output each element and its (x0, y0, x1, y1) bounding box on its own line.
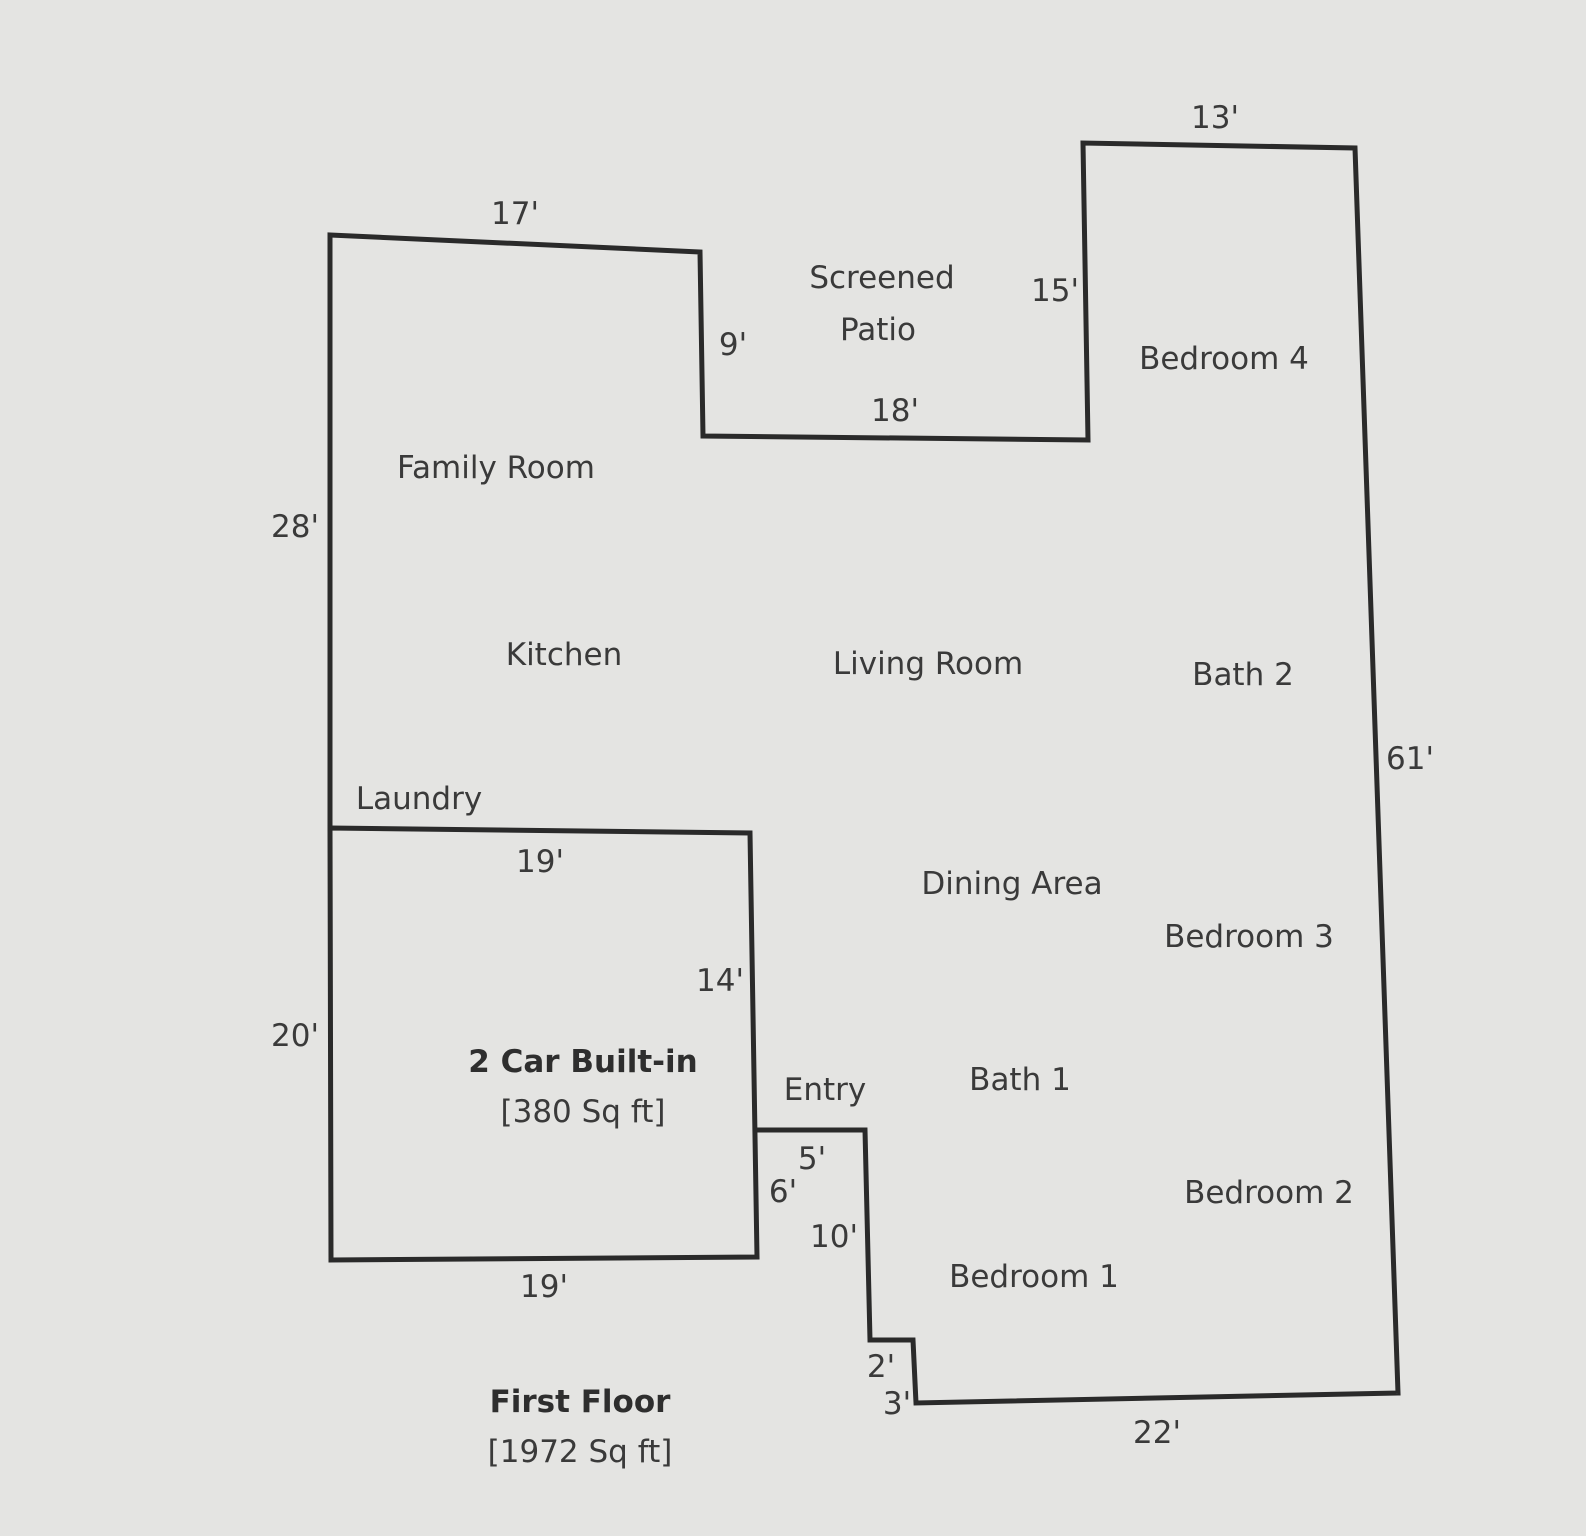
dimension-label: 15' (1031, 273, 1079, 309)
dimension-label: 5' (798, 1141, 826, 1177)
room-label-bath-2: Bath 2 (1192, 657, 1294, 693)
room-label-bedroom-3: Bedroom 3 (1164, 919, 1334, 955)
room-label-kitchen: Kitchen (506, 637, 623, 673)
dimension-label: 61' (1386, 741, 1434, 777)
room-label-bath-1: Bath 1 (969, 1062, 1071, 1098)
dimension-label: 14' (696, 963, 744, 999)
room-label-laundry: Laundry (356, 781, 482, 817)
room-label-living-room: Living Room (833, 646, 1023, 682)
dimension-label: 19' (516, 844, 564, 880)
dimension-label: 3' (883, 1386, 911, 1422)
room-label-screened-patio: Patio (840, 312, 916, 348)
room-label-bedroom-1: Bedroom 1 (949, 1259, 1119, 1295)
dimension-label: 18' (871, 393, 919, 429)
dimension-label: 17' (491, 196, 539, 232)
dimension-label: 10' (810, 1219, 858, 1255)
room-label-family-room: Family Room (397, 450, 595, 486)
floor-title: First Floor (490, 1384, 672, 1420)
garage-outline (327, 825, 760, 1263)
dimension-label: 28' (271, 509, 319, 545)
dimension-label: 13' (1191, 100, 1239, 136)
room-label-screened-patio: Screened (809, 260, 954, 296)
floor-area: [1972 Sq ft] (488, 1434, 673, 1470)
house-outline (327, 140, 1401, 1406)
room-label-dining-area: Dining Area (921, 866, 1102, 902)
room-label-entry: Entry (784, 1072, 866, 1108)
room-label-bedroom-4: Bedroom 4 (1139, 341, 1309, 377)
garage-title: 2 Car Built-in (468, 1044, 697, 1080)
dimension-label: 2' (867, 1349, 895, 1385)
dimension-label: 6' (769, 1174, 797, 1210)
dimension-label: 19' (520, 1269, 568, 1305)
garage-area: [380 Sq ft] (501, 1094, 666, 1130)
dimension-label: 22' (1133, 1415, 1181, 1451)
dimension-label: 20' (271, 1018, 319, 1054)
room-label-bedroom-2: Bedroom 2 (1184, 1175, 1354, 1211)
dimension-label: 9' (719, 327, 747, 363)
